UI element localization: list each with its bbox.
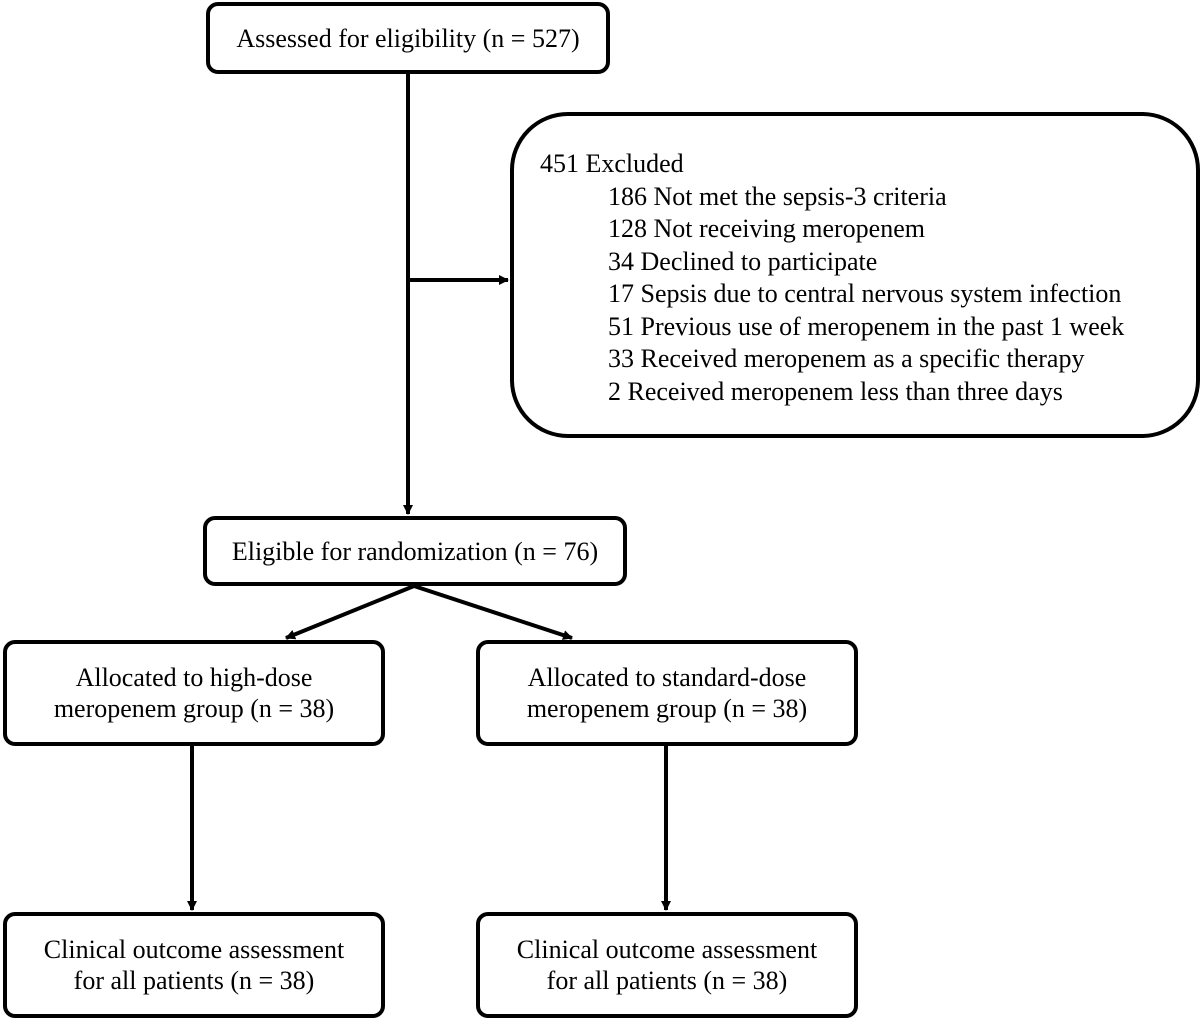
exclusion-reason: 186 Not met the sepsis-3 criteria xyxy=(608,181,947,211)
excluded-title: 451 Excluded xyxy=(540,149,684,178)
exclusion-reason: 17 Sepsis due to central nervous system … xyxy=(608,279,1122,308)
exclusion-reason: 33 Received meropenem as a specific ther… xyxy=(608,344,1085,373)
eligible-box: Eligible for randomization (n = 76) xyxy=(203,516,627,586)
assessed-text: Assessed for eligibility (n = 527) xyxy=(236,23,580,53)
standard-dose-line2: meropenem group (n = 38) xyxy=(526,694,808,723)
assessed-box: Assessed for eligibility (n = 527) xyxy=(206,2,610,74)
arrow-eligible-to-standard xyxy=(413,584,573,640)
excluded-box: 451 Excluded 186 Not met the sepsis-3 cr… xyxy=(510,112,1200,438)
outcome-standard-line2: for all patients (n = 38) xyxy=(546,966,788,995)
exclusion-reason: 128 Not receiving meropenem xyxy=(608,214,925,243)
exclusion-reason: 2 Received meropenem less than three day… xyxy=(608,376,1063,406)
high-dose-line2: meropenem group (n = 38) xyxy=(53,694,335,723)
arrow-eligible-to-high xyxy=(285,584,415,640)
outcome-high-line1: Clinical outcome assessment xyxy=(43,935,345,964)
exclusion-reason: 51 Previous use of meropenem in the past… xyxy=(608,311,1125,341)
outcome-high-box: Clinical outcome assessment for all pati… xyxy=(3,912,385,1018)
outcome-standard-box: Clinical outcome assessment for all pati… xyxy=(476,912,858,1018)
standard-dose-line1: Allocated to standard-dose xyxy=(527,663,807,692)
high-dose-group-box: Allocated to high-dose meropenem group (… xyxy=(3,640,385,746)
outcome-standard-line1: Clinical outcome assessment xyxy=(516,935,818,964)
eligible-text: Eligible for randomization (n = 76) xyxy=(231,536,599,566)
standard-dose-group-box: Allocated to standard-dose meropenem gro… xyxy=(476,640,858,746)
exclusion-reason: 34 Declined to participate xyxy=(608,246,878,276)
high-dose-line1: Allocated to high-dose xyxy=(75,663,313,692)
outcome-high-line2: for all patients (n = 38) xyxy=(73,966,315,995)
